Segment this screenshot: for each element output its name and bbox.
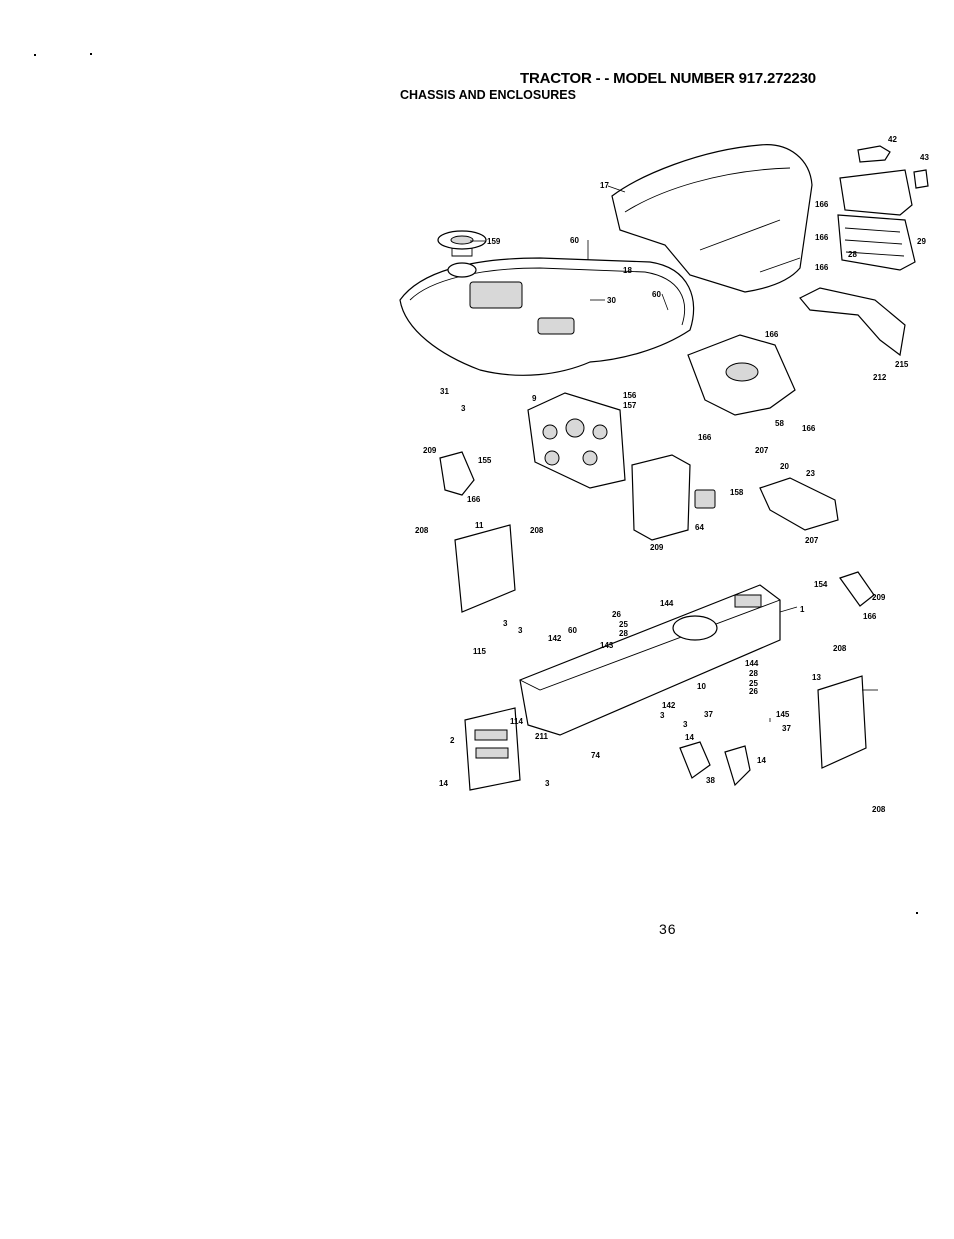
callout-label: 3 [545,779,550,788]
scan-speck [916,912,918,914]
callout-label: 3 [503,619,508,628]
callout-label: 14 [439,779,448,788]
scan-speck [90,53,92,55]
side-panel-right-part [817,675,867,769]
callout-label: 28 [619,629,628,638]
callout-label: 166 [698,433,712,442]
callout-label: 28 [848,250,857,259]
left-bracket-part [439,451,475,496]
callout-label: 37 [782,724,791,733]
callout-label: 43 [920,153,929,162]
callout-label: 145 [776,710,790,719]
callout-label: 13 [812,673,821,682]
callout-label: 3 [683,720,688,729]
callout-label: 14 [757,756,766,765]
callout-label: 166 [815,233,829,242]
callout-label: 64 [695,523,704,532]
callout-label: 208 [530,526,544,535]
callout-label: 1 [800,605,805,614]
callout-label: 37 [704,710,713,719]
callout-label: 207 [805,536,819,545]
callout-label: 209 [423,446,437,455]
page-number: 36 [659,921,677,937]
callout-label: 166 [467,495,481,504]
callout-label: 208 [872,805,886,814]
callout-label: 9 [532,394,537,403]
callout-label: 155 [478,456,492,465]
main-frame-part [519,584,781,736]
callout-label: 208 [415,526,429,535]
callout-label: 166 [815,263,829,272]
callout-label: 209 [650,543,664,552]
dash-support-part [687,334,796,416]
dash-panel-part [399,257,695,376]
callout-label: 18 [623,266,632,275]
callout-label: 215 [895,360,909,369]
bumper-bracket-part [799,287,906,357]
callout-label: 166 [863,612,877,621]
callout-label: 166 [815,200,829,209]
mounting-plate-part [631,454,716,541]
small-brackets-part [679,571,875,787]
hood-part [611,144,813,293]
callout-label: 28 [749,669,758,678]
scan-speck [34,54,36,56]
side-panel-left-part [454,524,516,613]
callout-label: 142 [548,634,562,643]
callout-label: 60 [570,236,579,245]
callout-label: 25 [749,679,758,688]
callout-label: 115 [473,647,486,656]
callout-label: 114 [510,717,523,726]
callout-label: 74 [591,751,600,760]
instrument-panel-part [527,392,626,489]
callout-label: 38 [706,776,715,785]
callout-label: 2 [450,736,455,745]
callout-label: 25 [619,620,628,629]
section-subtitle: CHASSIS AND ENCLOSURES [400,88,576,102]
callout-label: 31 [440,387,449,396]
callout-label: 14 [685,733,694,742]
callout-label: 3 [518,626,523,635]
leader-lines [470,185,878,722]
callout-label: 142 [662,701,676,710]
callout-label: 156 [623,391,637,400]
callout-label: 3 [461,404,466,413]
callout-label: 154 [814,580,828,589]
callout-label: 159 [487,237,501,246]
callout-label: 166 [765,330,779,339]
callout-label: 166 [802,424,816,433]
callout-label: 60 [652,290,661,299]
callout-label: 26 [749,687,758,696]
callout-label: 157 [623,401,637,410]
callout-label: 212 [873,373,887,382]
callout-label: 60 [568,626,577,635]
callout-label: 17 [600,181,609,190]
callout-label: 26 [612,610,621,619]
callout-label: 3 [660,711,665,720]
callout-label: 23 [806,469,815,478]
callout-label: 207 [755,446,769,455]
callout-label: 211 [535,732,548,741]
callout-label: 209 [872,593,886,602]
front-plate-part [464,707,521,791]
callout-label: 144 [745,659,759,668]
callout-label: 10 [697,682,706,691]
callout-label: 42 [888,135,897,144]
page-title: TRACTOR - - MODEL NUMBER 917.272230 [520,70,816,87]
callout-label: 144 [660,599,674,608]
seat-bracket-part [759,477,839,531]
callout-label: 20 [780,462,789,471]
callout-label: 30 [607,296,616,305]
callout-label: 29 [917,237,926,246]
callout-label: 208 [833,644,847,653]
callout-labels: 42 43 17 166 166 29 166 28 159 60 18 60 … [415,135,929,814]
cup-holder-part [437,230,487,257]
callout-label: 11 [475,521,484,530]
callout-label: 158 [730,488,744,497]
grille-part [837,145,929,271]
callout-label: 58 [775,419,784,428]
callout-label: 143 [600,641,614,650]
